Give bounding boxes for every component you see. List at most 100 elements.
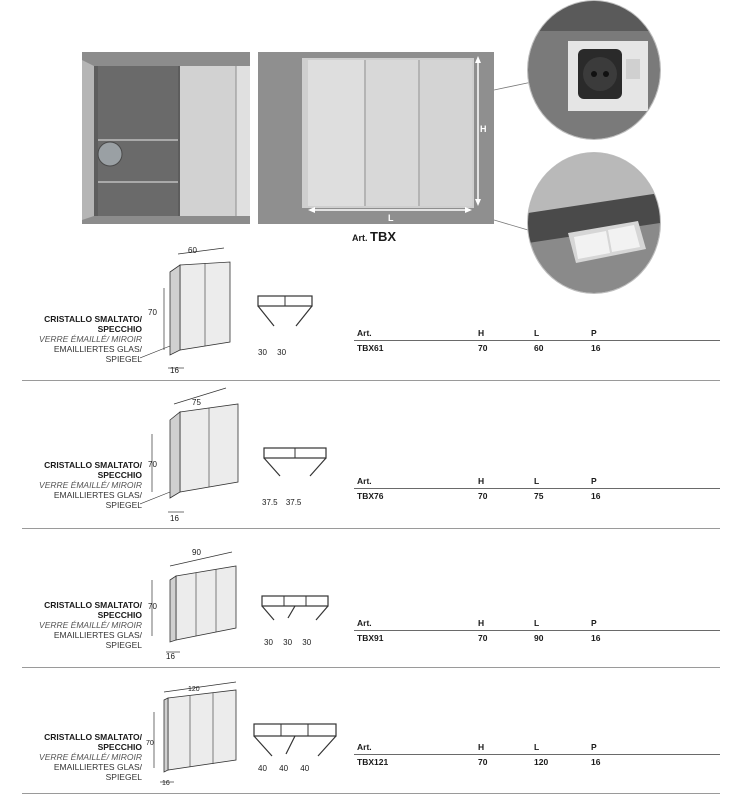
cell-code: TBX91 xyxy=(357,633,384,643)
cabinet-drawing xyxy=(140,387,239,513)
spec-table: Art. H L P TBX76 70 75 16 xyxy=(354,474,720,503)
art-caption-code: TBX xyxy=(370,229,397,244)
door-plan-drawing xyxy=(263,447,327,477)
header-art: Art. xyxy=(357,476,372,486)
depth-label: 16 xyxy=(166,652,175,661)
spec-header-row: Art. H L P xyxy=(354,740,720,755)
spec-header-row: Art. H L P xyxy=(354,474,720,489)
height-dimension-label: H xyxy=(480,124,487,134)
spec-row: TBX121 70 120 16 xyxy=(354,755,720,769)
section-separator xyxy=(22,380,720,381)
detail-socket-photo xyxy=(527,0,661,140)
header-l: L xyxy=(534,618,540,628)
header-l: L xyxy=(534,328,540,338)
height-label: 70 xyxy=(148,602,157,611)
door-width: 40 xyxy=(258,764,267,773)
product-section-tbx76: CRISTALLO SMALTATO/ SPECCHIO VERRE ÉMAIL… xyxy=(22,384,720,528)
spec-row: TBX61 70 60 16 xyxy=(354,341,720,355)
cell-code: TBX121 xyxy=(357,757,389,767)
door-width: 30 xyxy=(283,638,293,647)
door-width: 30 xyxy=(264,638,273,647)
width-label: 90 xyxy=(192,548,201,557)
width-label: 60 xyxy=(188,246,197,255)
door-width: 37.5 xyxy=(285,498,302,507)
cell-h: 70 xyxy=(478,343,488,353)
socket-illustration xyxy=(528,1,660,139)
header-p: P xyxy=(591,742,597,752)
header-art: Art. xyxy=(357,618,372,628)
material-line-3: EMAILLIERTES GLAS/ SPIEGEL xyxy=(53,630,142,650)
section-separator xyxy=(22,667,720,668)
door-width: 30 xyxy=(277,348,287,357)
material-line-1: CRISTALLO SMALTATO/ SPECCHIO xyxy=(44,600,142,620)
header-h: H xyxy=(478,618,485,628)
header-art: Art. xyxy=(357,742,372,752)
cell-l: 120 xyxy=(534,757,549,767)
width-label: 120 xyxy=(188,686,200,693)
header-h: H xyxy=(478,476,485,486)
door-widths: 37.5 37.5 xyxy=(262,498,301,507)
door-plan-drawing xyxy=(261,595,329,621)
closed-cabinet-illustration xyxy=(258,52,494,224)
door-width: 40 xyxy=(300,764,310,773)
open-cabinet-illustration xyxy=(82,52,250,224)
spec-row: TBX76 70 75 16 xyxy=(354,489,720,503)
door-width: 40 xyxy=(279,764,289,773)
door-plan-drawing xyxy=(257,295,313,327)
cell-p: 16 xyxy=(591,491,601,501)
door-widths: 30 30 30 xyxy=(264,638,311,647)
spec-header-row: Art. H L P xyxy=(354,616,720,631)
material-line-1: CRISTALLO SMALTATO/ SPECCHIO xyxy=(44,314,142,334)
material-line-2: VERRE ÉMAILLÉ/ MIROIR xyxy=(39,480,142,490)
material-description: CRISTALLO SMALTATO/ SPECCHIO VERRE ÉMAIL… xyxy=(22,314,142,364)
header-l: L xyxy=(534,476,540,486)
photo-closed-cabinet: H L xyxy=(258,52,494,224)
cell-code: TBX61 xyxy=(357,343,384,353)
cell-l: 90 xyxy=(534,633,544,643)
section-separator xyxy=(22,793,720,794)
cabinet-drawing xyxy=(151,551,237,653)
length-dimension-label: L xyxy=(388,213,394,223)
material-description: CRISTALLO SMALTATO/ SPECCHIO VERRE ÉMAIL… xyxy=(22,732,142,782)
width-label: 75 xyxy=(192,398,201,407)
material-line-3: EMAILLIERTES GLAS/ SPIEGEL xyxy=(53,490,142,510)
cell-p: 16 xyxy=(591,343,601,353)
header-p: P xyxy=(591,476,597,486)
product-section-tbx61: CRISTALLO SMALTATO/ SPECCHIO VERRE ÉMAIL… xyxy=(22,240,720,380)
spec-header-row: Art. H L P xyxy=(354,326,720,341)
art-caption-label: Art. xyxy=(352,233,368,243)
cabinet-drawing xyxy=(153,681,237,783)
header-art: Art. xyxy=(357,328,372,338)
height-label: 70 xyxy=(146,740,154,747)
height-label: 70 xyxy=(148,460,157,469)
door-width: 30 xyxy=(302,638,312,647)
depth-label: 16 xyxy=(170,514,179,523)
header-l: L xyxy=(534,742,540,752)
material-description: CRISTALLO SMALTATO/ SPECCHIO VERRE ÉMAIL… xyxy=(22,460,142,510)
door-widths: 40 40 40 xyxy=(258,764,309,773)
cell-p: 16 xyxy=(591,633,601,643)
header-p: P xyxy=(591,328,597,338)
callout-lines xyxy=(494,81,533,231)
spec-row: TBX91 70 90 16 xyxy=(354,631,720,645)
depth-label: 16 xyxy=(162,780,170,787)
spec-table: Art. H L P TBX61 70 60 16 xyxy=(354,326,720,355)
cell-p: 16 xyxy=(591,757,601,767)
height-label: 70 xyxy=(148,308,157,317)
cabinet-drawing xyxy=(140,247,231,369)
spec-table: Art. H L P TBX91 70 90 16 xyxy=(354,616,720,645)
light-illustration xyxy=(528,153,660,293)
cell-l: 60 xyxy=(534,343,544,353)
material-line-2: VERRE ÉMAILLÉ/ MIROIR xyxy=(39,752,142,762)
material-line-1: CRISTALLO SMALTATO/ SPECCHIO xyxy=(44,460,142,480)
door-plan-drawing xyxy=(253,723,337,757)
cell-code: TBX76 xyxy=(357,491,384,501)
header-h: H xyxy=(478,328,485,338)
door-widths: 30 30 xyxy=(258,348,286,357)
product-section-tbx91: CRISTALLO SMALTATO/ SPECCHIO VERRE ÉMAIL… xyxy=(22,532,720,667)
door-width: 37.5 xyxy=(262,498,278,507)
section-separator xyxy=(22,528,720,529)
photo-open-cabinet xyxy=(82,52,250,224)
spec-table: Art. H L P TBX121 70 120 16 xyxy=(354,740,720,769)
product-section-tbx121: CRISTALLO SMALTATO/ SPECCHIO VERRE ÉMAIL… xyxy=(22,672,720,793)
